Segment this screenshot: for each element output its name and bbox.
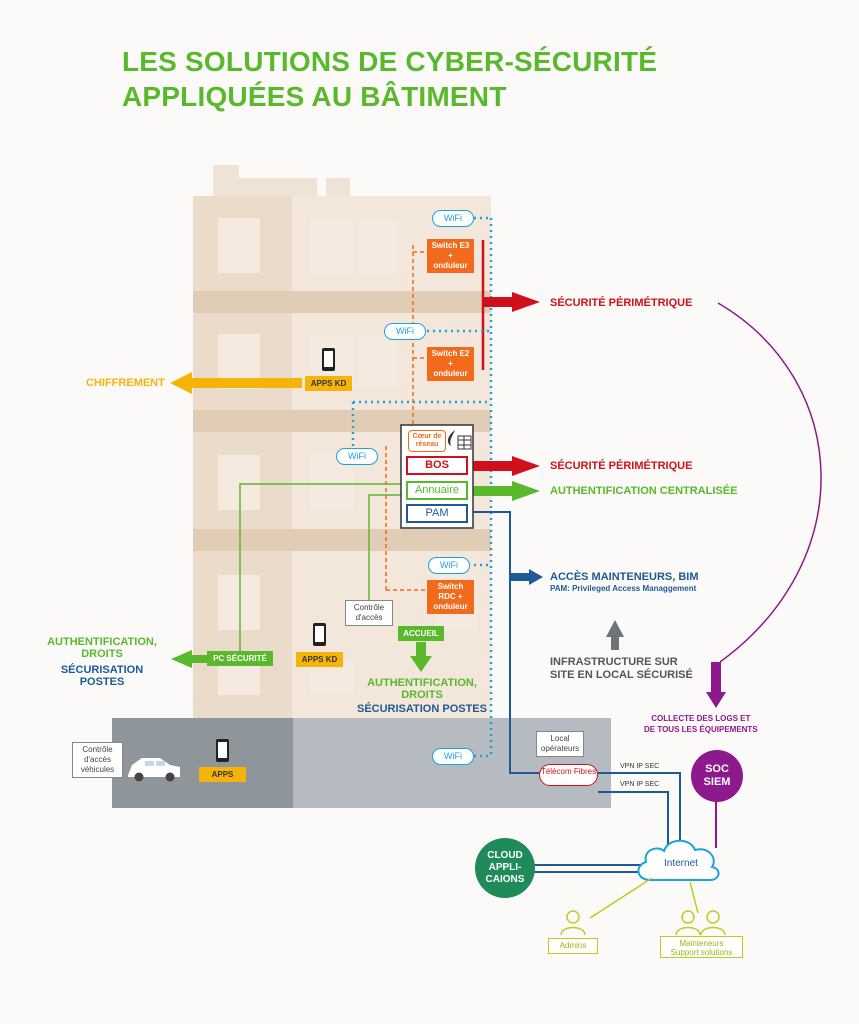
roof-block — [326, 178, 350, 197]
accueil: ACCUEIL — [398, 626, 444, 641]
auth-links — [239, 483, 405, 656]
label-vpn: VPN IP SEC — [620, 781, 660, 788]
secu-left-line-1: SÉCURISATION — [60, 664, 144, 676]
pc-securite: PC SÉCURITÉ — [207, 651, 273, 666]
local-operateurs: Local opérateurs — [536, 731, 584, 757]
chimney — [213, 165, 239, 197]
auth-left-line-2: DROITS — [81, 648, 123, 660]
wifi-badge: WiFi — [432, 748, 474, 765]
collecte-line-1: COLLECTE DES LOGS ET — [651, 714, 751, 723]
log-flow — [717, 302, 822, 663]
switch-rdc: Switch RDC + onduleur — [427, 580, 474, 614]
wifi-badge: WiFi — [336, 448, 378, 465]
secu-center-line: SÉCURISATION POSTES — [357, 703, 487, 715]
mainteneurs-line-1: Mainteneurs — [679, 939, 724, 948]
label-securite-perimetrique: SÉCURITÉ PÉRIMÉTRIQUE — [550, 460, 693, 472]
log-arrow-head — [706, 692, 726, 708]
controle-acces: Contrôle d'accès — [345, 600, 393, 626]
soc-line-2: SIEM — [703, 776, 731, 788]
floor-band — [193, 291, 491, 313]
floor-band — [193, 529, 491, 551]
cloud-line-2: APPLI- — [488, 862, 522, 873]
apps-kd-lower: APPS KD — [296, 652, 343, 667]
switch-e3: Switch E3 + onduleur — [427, 239, 474, 273]
collecte-line-2: DE TOUS LES ÉQUIPEMENTS — [644, 725, 758, 734]
vpn-links — [528, 772, 681, 873]
controle-acces-vehicules: Contrôle d'accès véhicules — [72, 742, 123, 778]
wifi-badge: WiFi — [428, 557, 470, 574]
pam-link — [473, 511, 540, 774]
cloud-line-3: CAIONS — [485, 874, 525, 885]
label-auth-left: AUTHENTIFICATION, DROITS SÉCURISATION PO… — [42, 636, 162, 688]
label-acces-mainteneurs: ACCÈS MAINTENEURS, BIM — [550, 571, 699, 583]
label-securite-perimetrique: SÉCURITÉ PÉRIMÉTRIQUE — [550, 297, 693, 309]
label-infrastructure: INFRASTRUCTURE SUR SITE EN LOCAL SÉCURIS… — [550, 656, 693, 682]
pam-box: PAM — [406, 504, 468, 523]
label-auth-center: AUTHENTIFICATION, DROITS SÉCURISATION PO… — [352, 677, 492, 715]
bos-box: BOS — [406, 456, 468, 475]
user-links — [589, 877, 699, 919]
auth-center-line-1: AUTHENTIFICATION, — [367, 677, 477, 689]
auth-left-line-1: AUTHENTIFICATION, — [47, 636, 157, 648]
cloud-line-1: CLOUD — [487, 850, 523, 861]
label-vpn: VPN IP SEC — [620, 763, 660, 770]
annuaire-box: Annuaire — [406, 481, 468, 500]
wifi-badge: WiFi — [384, 323, 426, 340]
infra-line-1: INFRASTRUCTURE SUR — [550, 656, 678, 668]
phone-icon — [216, 348, 335, 762]
internet-cloud-icon — [637, 839, 720, 881]
mainteneurs-line-2: Support solutions — [670, 948, 733, 957]
label-pam-full: PAM: Privileged Access Managgement — [550, 584, 697, 593]
admins-label: Admins — [548, 938, 598, 954]
user-icon — [560, 910, 726, 936]
soc-line-1: SOC — [705, 763, 729, 775]
apps-parking: APPS — [199, 767, 246, 782]
wifi-links — [351, 216, 493, 758]
auth-center-line-2: DROITS — [401, 689, 443, 701]
label-chiffrement: CHIFFREMENT — [86, 377, 165, 389]
title-line-2: APPLIQUÉES AU BÂTIMENT — [122, 81, 507, 112]
coeur-de-reseau: Cœur de réseau — [408, 430, 446, 452]
apps-kd-upper: APPS KD — [305, 376, 352, 391]
label-authentification-centralisee: AUTHENTIFICATION CENTRALISÉE — [550, 485, 738, 497]
secu-left-line-2: POSTES — [79, 676, 125, 688]
firewall-icon — [447, 430, 472, 450]
wifi-badge: WiFi — [432, 210, 474, 227]
mainteneurs-label: Mainteneurs Support solutions — [660, 936, 743, 958]
telecom-fibres: Télécom Fibres — [539, 764, 598, 786]
arrows — [170, 292, 624, 672]
switch-e2: Switch E2 + onduleur — [427, 347, 474, 381]
title-line-1: LES SOLUTIONS DE CYBER-SÉCURITÉ — [122, 46, 658, 77]
label-internet: Internet — [664, 858, 698, 869]
roof-block — [235, 178, 317, 197]
infra-line-2: SITE EN LOCAL SÉCURISÉ — [550, 669, 693, 681]
car-icon — [128, 758, 180, 782]
page-title: LES SOLUTIONS DE CYBER-SÉCURITÉ APPLIQUÉ… — [122, 44, 657, 114]
label-collecte: COLLECTE DES LOGS ET DE TOUS LES ÉQUIPEM… — [644, 713, 758, 735]
